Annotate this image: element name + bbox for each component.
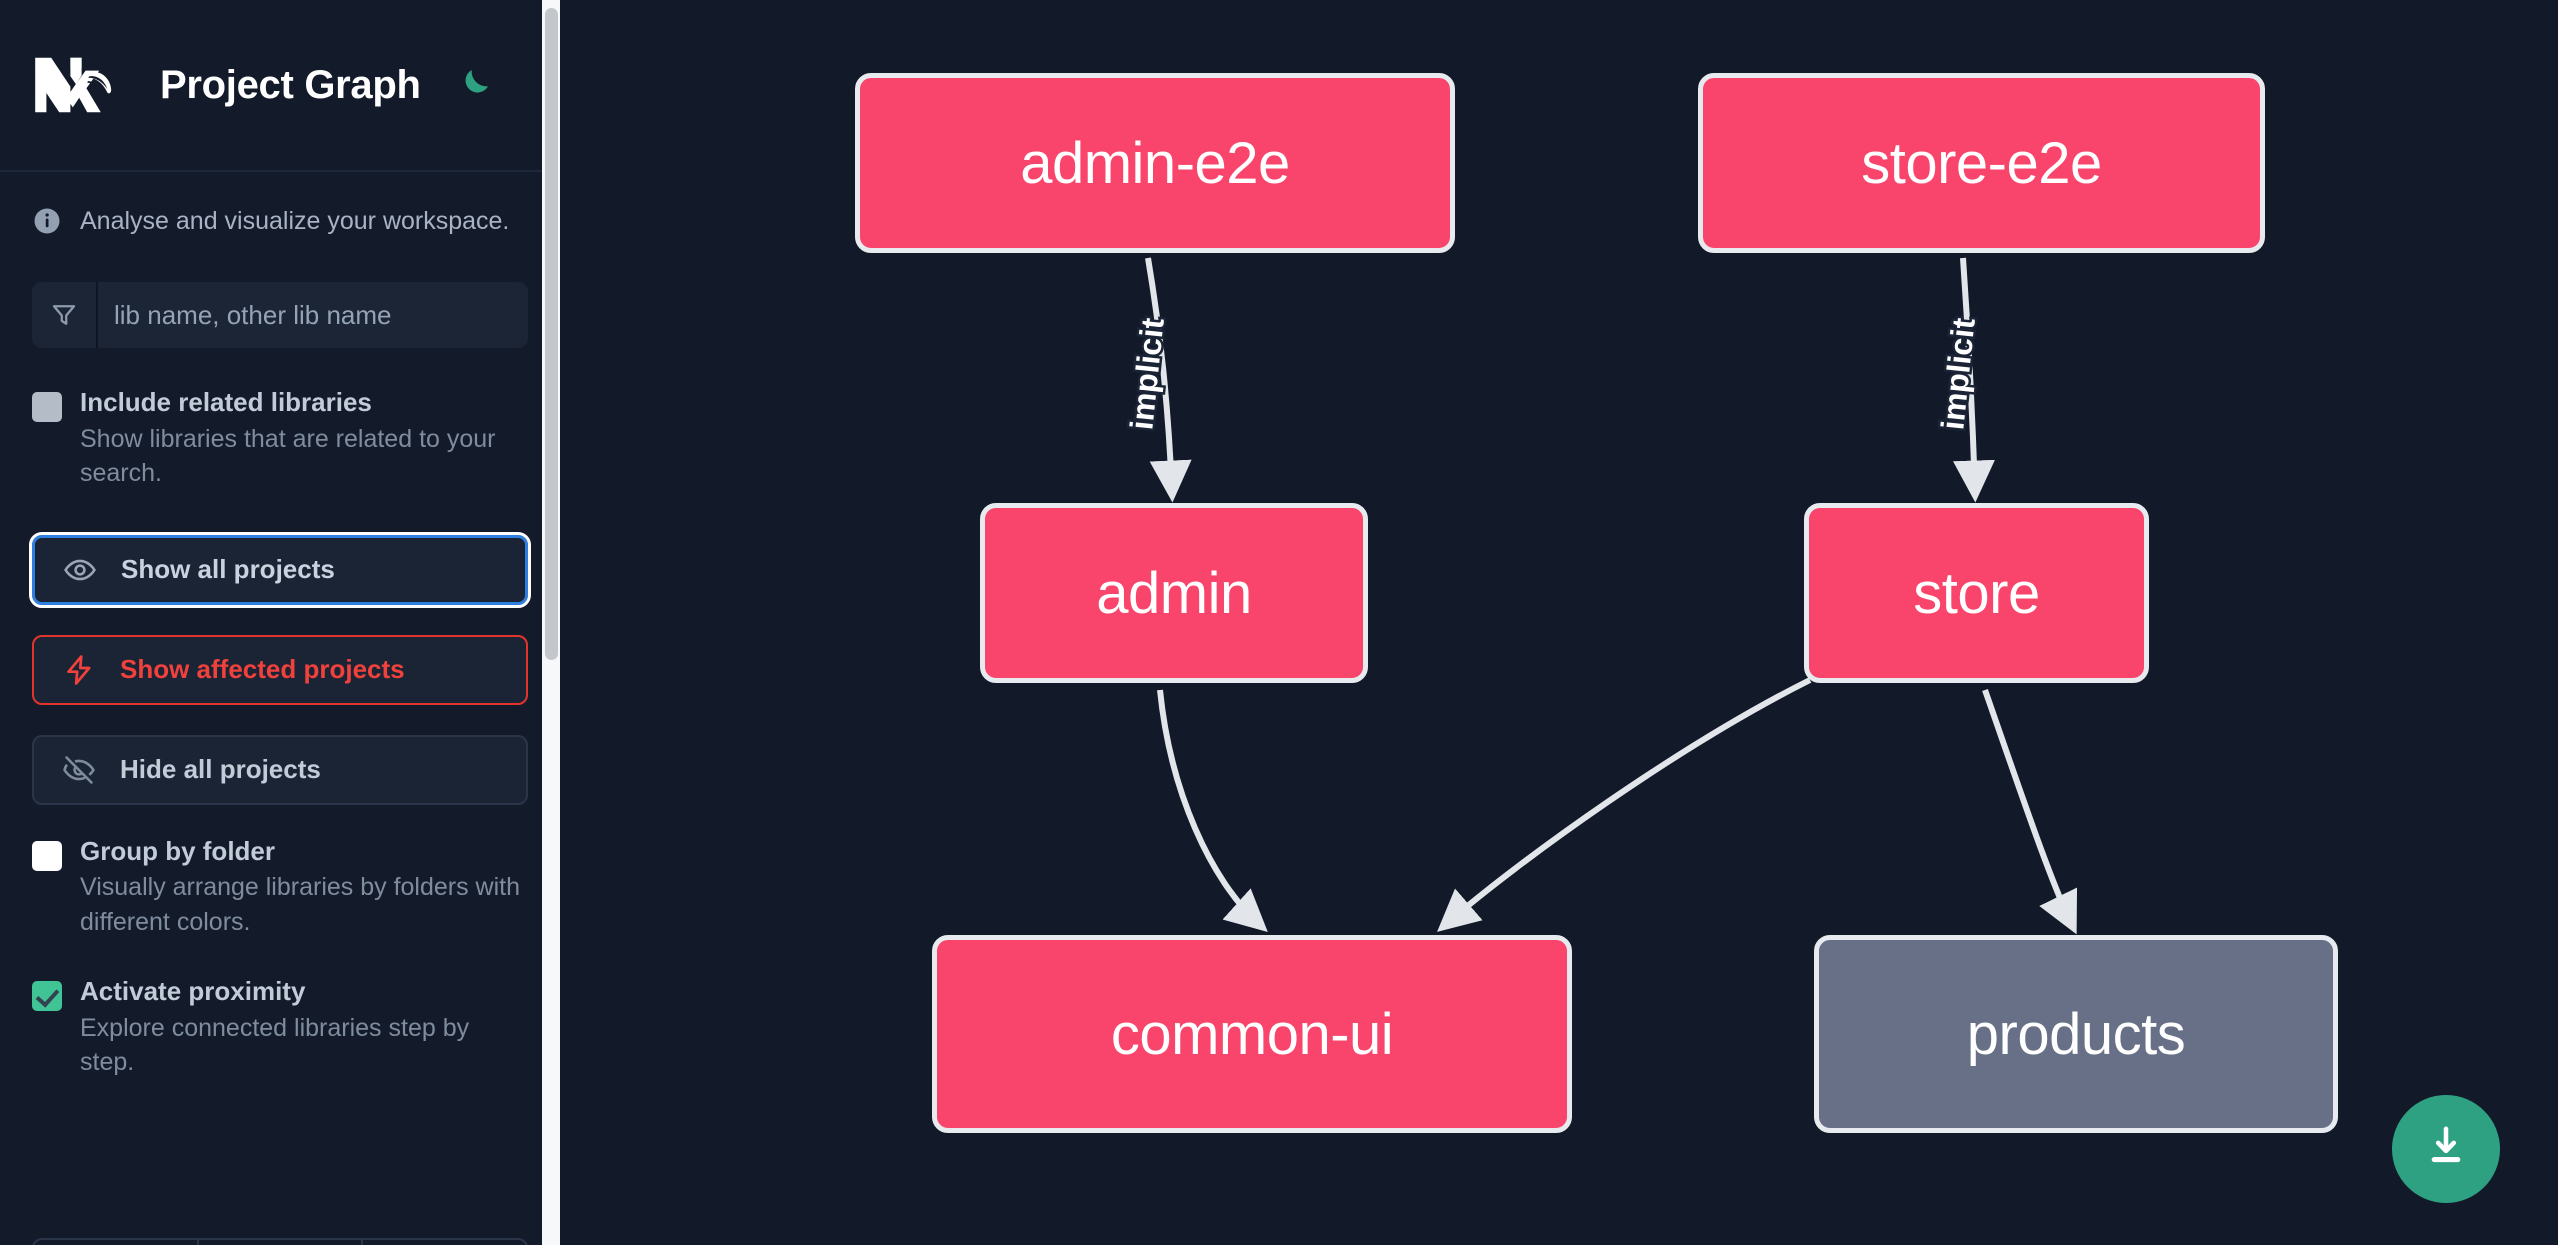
node-label: products [1966,1001,2186,1067]
info-text: Analyse and visualize your workspace. [80,206,510,235]
proximity-step-option[interactable] [34,1240,199,1245]
proximity-step-button-group[interactable] [32,1238,528,1245]
node-label: admin [1096,560,1252,626]
download-icon [2420,1121,2472,1178]
edge-labels-layer: implicit implicit [1121,313,1985,434]
node-label: common-ui [1110,1001,1394,1067]
hide-all-projects-button[interactable]: Hide all projects [32,734,528,805]
option-include-related-libraries[interactable]: Include related libraries Show libraries… [0,386,560,491]
search-input[interactable] [98,282,528,348]
option-label: Activate proximity [80,976,306,1006]
info-circle-icon [32,206,62,236]
edge-label-implicit-admin: implicit [1123,316,1171,432]
show-all-projects-button[interactable]: Show all projects [29,531,531,608]
moon-icon[interactable] [451,63,495,107]
button-label: Show affected projects [120,654,405,684]
graph-edges-layer: implicit implicit [1121,257,2078,935]
edge-store-to-common-ui [1437,677,1812,932]
download-image-button[interactable] [2392,1095,2500,1203]
nx-logo-icon [32,53,128,117]
lightning-bolt-icon [60,651,98,689]
graph-canvas[interactable]: implicit implicit admin-e2e store-e2e ad… [560,0,2558,1245]
graph-node-store-e2e[interactable]: store-e2e [1698,73,2265,253]
workspace-info: Analyse and visualize your workspace. [0,172,560,236]
activate-proximity-checkbox[interactable] [32,981,62,1011]
sidebar-header: Project Graph [0,0,560,172]
graph-node-admin[interactable]: admin [980,503,1368,683]
sidebar-scrollbar[interactable] [542,0,560,1245]
filter-funnel-icon [32,282,98,348]
page-title: Project Graph [160,62,421,107]
option-group-by-folder[interactable]: Group by folder Visually arrange librari… [0,835,560,940]
option-activate-proximity[interactable]: Activate proximity Explore connected lib… [0,975,560,1080]
option-description: Explore connected libraries step by step… [80,1013,470,1077]
sidebar: Project Graph Analyse and visualize your… [0,0,560,1245]
show-affected-projects-button[interactable]: Show affected projects [32,634,528,705]
edge-admin-e2e-to-admin [1145,257,1192,503]
option-description: Show libraries that are related to your … [80,424,496,488]
eye-off-icon [60,751,98,789]
eye-icon [61,551,99,589]
graph-node-common-ui[interactable]: common-ui [932,935,1572,1133]
node-label: admin-e2e [1020,130,1290,196]
button-label: Show all projects [121,554,335,584]
sidebar-scrollbar-thumb[interactable] [545,8,558,660]
search-bar[interactable] [32,282,528,348]
group-by-folder-checkbox[interactable] [32,840,62,871]
edge-store-e2e-to-store [1952,257,1995,503]
button-label: Hide all projects [120,754,321,784]
visibility-button-group: Show all projects Show affected projects [0,531,560,805]
option-label: Group by folder [80,835,275,866]
edge-admin-to-common-ui [1157,689,1268,933]
include-related-libraries-checkbox[interactable] [32,392,62,422]
graph-node-store[interactable]: store [1804,503,2149,683]
option-description: Visually arrange libraries by folders wi… [80,873,521,936]
graph-node-products[interactable]: products [1814,935,2338,1133]
option-label: Include related libraries [80,387,372,417]
proximity-step-option[interactable] [199,1240,364,1245]
graph-node-admin-e2e[interactable]: admin-e2e [855,73,1455,253]
node-label: store [1913,560,2040,626]
node-label: store-e2e [1861,130,2102,196]
proximity-step-option[interactable] [363,1240,526,1245]
edge-store-to-products [1982,689,2078,935]
